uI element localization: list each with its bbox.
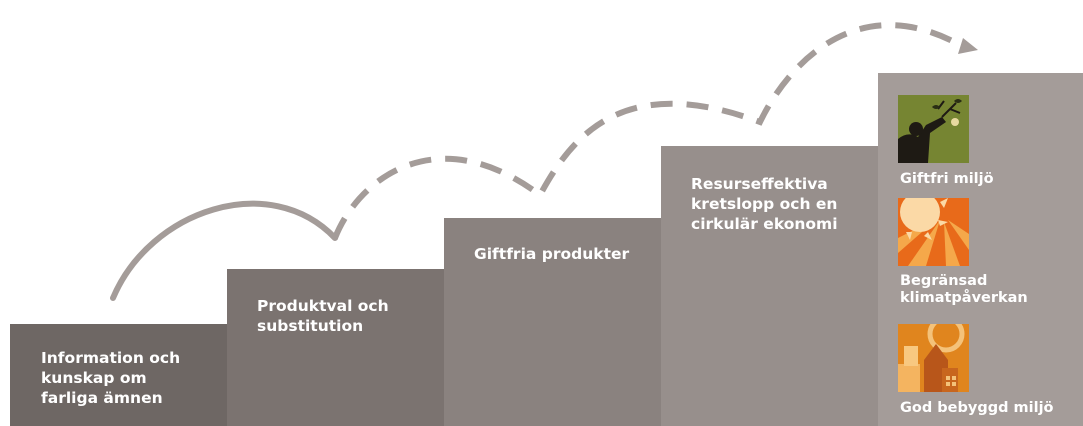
- step-label: Information och kunskap om farliga ämnen: [41, 349, 181, 407]
- arrow-head: [958, 38, 978, 54]
- goal-label: Begränsad klimatpåverkan: [900, 273, 1028, 306]
- arrow-solid-arc: [110, 200, 338, 301]
- step-product-choice: Produktval och substitution: [227, 269, 444, 426]
- step-label: Resurseffektiva kretslopp och en cirkulä…: [691, 175, 838, 233]
- sun-icon: [898, 198, 969, 266]
- step-label: Giftfria produkter: [474, 245, 630, 263]
- step-environmental-goals: Giftfri miljö Begränsad klimatpåverkan G: [878, 73, 1083, 426]
- person-picking-fruit-icon: [898, 95, 969, 163]
- step-toxic-free-products: Giftfria produkter: [444, 218, 661, 426]
- goal-label: Giftfri miljö: [900, 171, 994, 187]
- step-circular-economy: Resurseffektiva kretslopp och en cirkulä…: [661, 146, 878, 426]
- arrow-dashed-path: [332, 22, 962, 240]
- goal-label: God bebyggd miljö: [900, 400, 1054, 416]
- step-information: Information och kunskap om farliga ämnen: [10, 324, 227, 426]
- step-label: Produktval och substitution: [257, 297, 389, 335]
- building-icon: [898, 324, 969, 392]
